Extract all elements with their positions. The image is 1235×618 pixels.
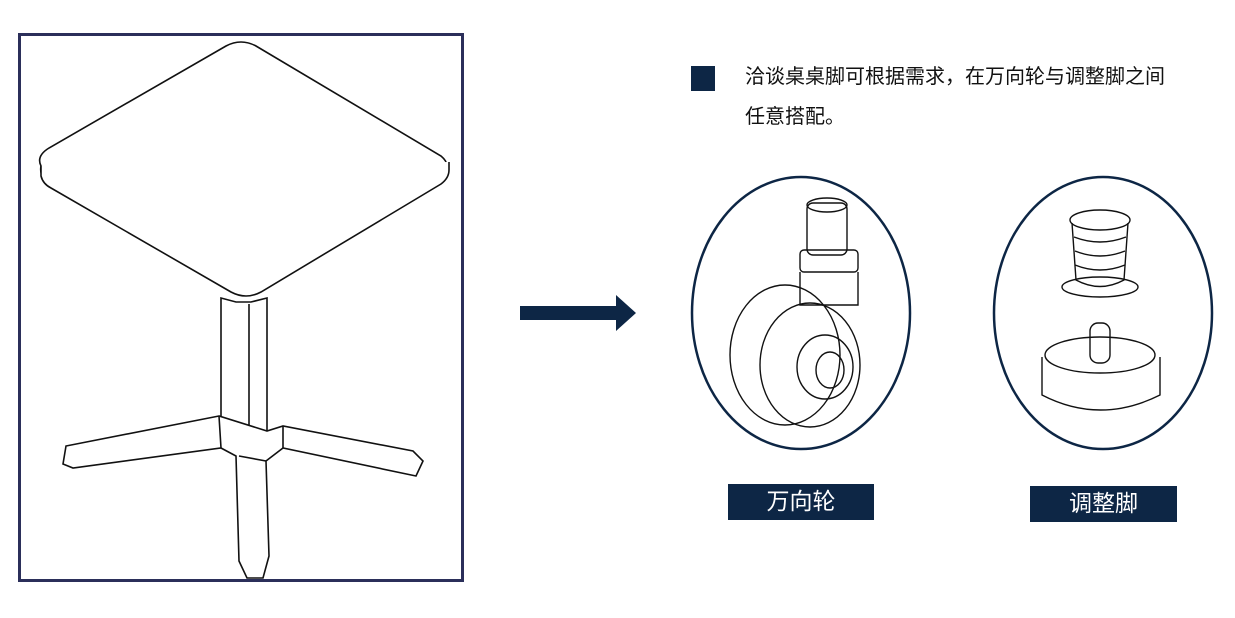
- square-bullet-icon: [691, 66, 715, 91]
- adjustable-foot-drawing: [992, 175, 1214, 451]
- description-caption: 洽谈桌桌脚可根据需求，在万向轮与调整脚之间任意搭配。: [745, 64, 1165, 128]
- caster-wheel-drawing: [690, 175, 912, 451]
- table-drawing: [38, 41, 450, 579]
- table-illustration-frame: [18, 33, 464, 582]
- adjustable-foot-label: 调整脚: [1030, 486, 1177, 522]
- caster-label: 万向轮: [728, 484, 874, 520]
- arrow-right-icon: [520, 295, 636, 331]
